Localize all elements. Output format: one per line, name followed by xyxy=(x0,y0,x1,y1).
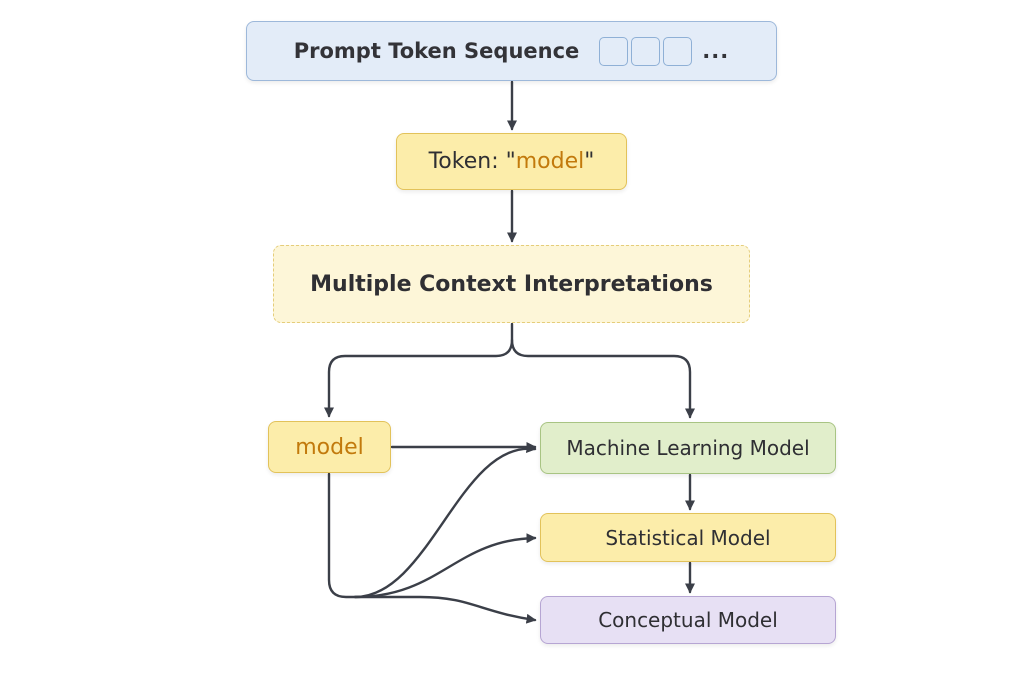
token-suffix: " xyxy=(584,149,595,174)
token-model-node: Token: "model" xyxy=(396,133,627,190)
statistical-model-node: Statistical Model xyxy=(540,513,836,562)
model-label: model xyxy=(295,434,364,460)
model-node: model xyxy=(268,421,391,473)
arrow-contexts-to-ml xyxy=(510,338,695,419)
arrow-contexts-to-model xyxy=(324,322,514,418)
token-box xyxy=(599,36,629,66)
token-word: model xyxy=(515,149,585,174)
token-box xyxy=(631,36,661,66)
machine-learning-model-label: Machine Learning Model xyxy=(566,436,810,460)
token-prefix: Token: " xyxy=(428,149,516,174)
token-boxes xyxy=(599,36,693,66)
prompt-token-sequence-label: Prompt Token Sequence xyxy=(293,39,580,63)
machine-learning-model-node: Machine Learning Model xyxy=(540,422,836,474)
statistical-model-label: Statistical Model xyxy=(605,525,771,550)
curve-model-to-statistical xyxy=(353,533,537,599)
conceptual-model-node: Conceptual Model xyxy=(540,596,836,644)
curve-model-to-ml xyxy=(353,443,537,599)
ellipsis: ... xyxy=(702,39,730,63)
token-box xyxy=(663,36,693,66)
arrow-model-to-conceptual xyxy=(327,472,537,624)
multiple-context-interpretations-node: Multiple Context Interpretations xyxy=(273,245,750,323)
conceptual-model-label: Conceptual Model xyxy=(598,608,778,632)
prompt-token-sequence-node: Prompt Token Sequence ... xyxy=(246,21,777,81)
multiple-context-interpretations-label: Multiple Context Interpretations xyxy=(310,271,713,297)
